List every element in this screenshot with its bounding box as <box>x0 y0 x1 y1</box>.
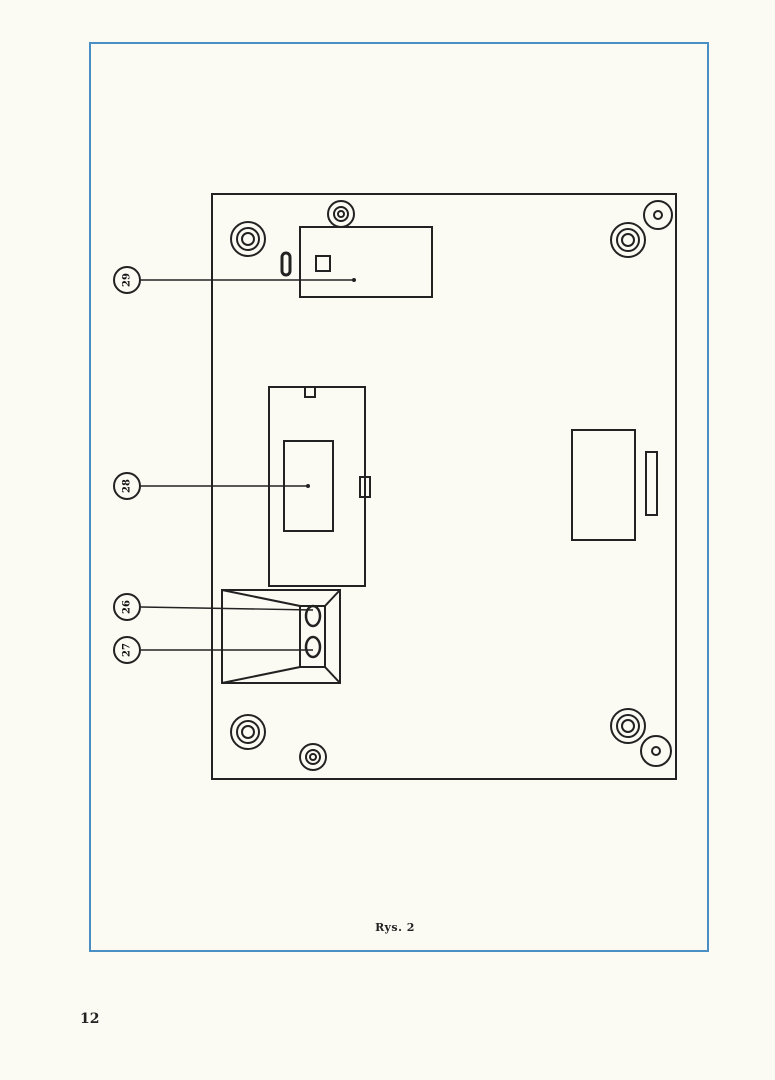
leader-26 <box>140 606 314 611</box>
component-29-block <box>280 226 433 298</box>
right-panel <box>571 429 658 541</box>
foot-top-left <box>230 221 266 257</box>
foot-top-right <box>610 222 646 258</box>
callout-29: 29 <box>113 266 141 294</box>
callout-27: 27 <box>113 636 141 664</box>
screw-top <box>327 200 355 228</box>
foot-bottom-right <box>610 708 646 744</box>
figure-frame <box>89 42 709 952</box>
screw-bottom <box>299 743 327 771</box>
screw-bottom-right <box>640 735 672 767</box>
callout-28-label: 28 <box>122 479 133 493</box>
page-number: 12 <box>80 1011 100 1027</box>
socket-26 <box>304 604 322 628</box>
foot-bottom-left <box>230 714 266 750</box>
callout-26-label: 26 <box>122 600 133 614</box>
callout-27-label: 27 <box>122 643 133 657</box>
callout-29-label: 29 <box>122 273 133 287</box>
screw-top-right <box>643 200 673 230</box>
callout-26: 26 <box>113 593 141 621</box>
socket-27 <box>304 635 322 659</box>
callout-28: 28 <box>113 472 141 500</box>
figure-caption: Rys. 2 <box>375 921 415 934</box>
connector-housing <box>221 589 341 684</box>
